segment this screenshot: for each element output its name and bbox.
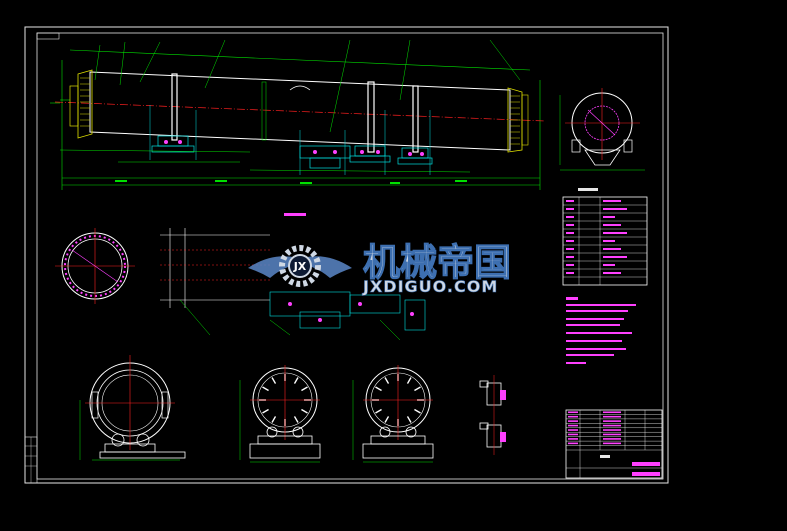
corner-tag — [36, 32, 60, 40]
technical-notes — [566, 297, 636, 364]
kiln-end-view — [559, 88, 645, 171]
svg-text:JX: JX — [293, 260, 307, 273]
title-block — [565, 409, 663, 479]
sheet-inner-border — [36, 32, 664, 480]
section-c-view — [352, 365, 434, 463]
detail-view — [479, 375, 506, 455]
section-b-view — [239, 365, 321, 463]
sheet-outer-border — [24, 26, 669, 484]
watermark-url: JXDIGUO.COM — [362, 277, 498, 296]
kiln-main-elevation — [50, 39, 546, 190]
drive-section-view — [160, 213, 426, 341]
watermark-brand-cn: 机械帝国 — [363, 241, 511, 284]
tyre-support-view — [79, 355, 186, 461]
parts-list-table — [562, 188, 648, 286]
gear-wings-logo-icon: JX — [248, 245, 352, 287]
watermark: JX 机械帝国 JXDIGUO.COM — [248, 240, 512, 296]
section-a-view — [55, 228, 135, 304]
